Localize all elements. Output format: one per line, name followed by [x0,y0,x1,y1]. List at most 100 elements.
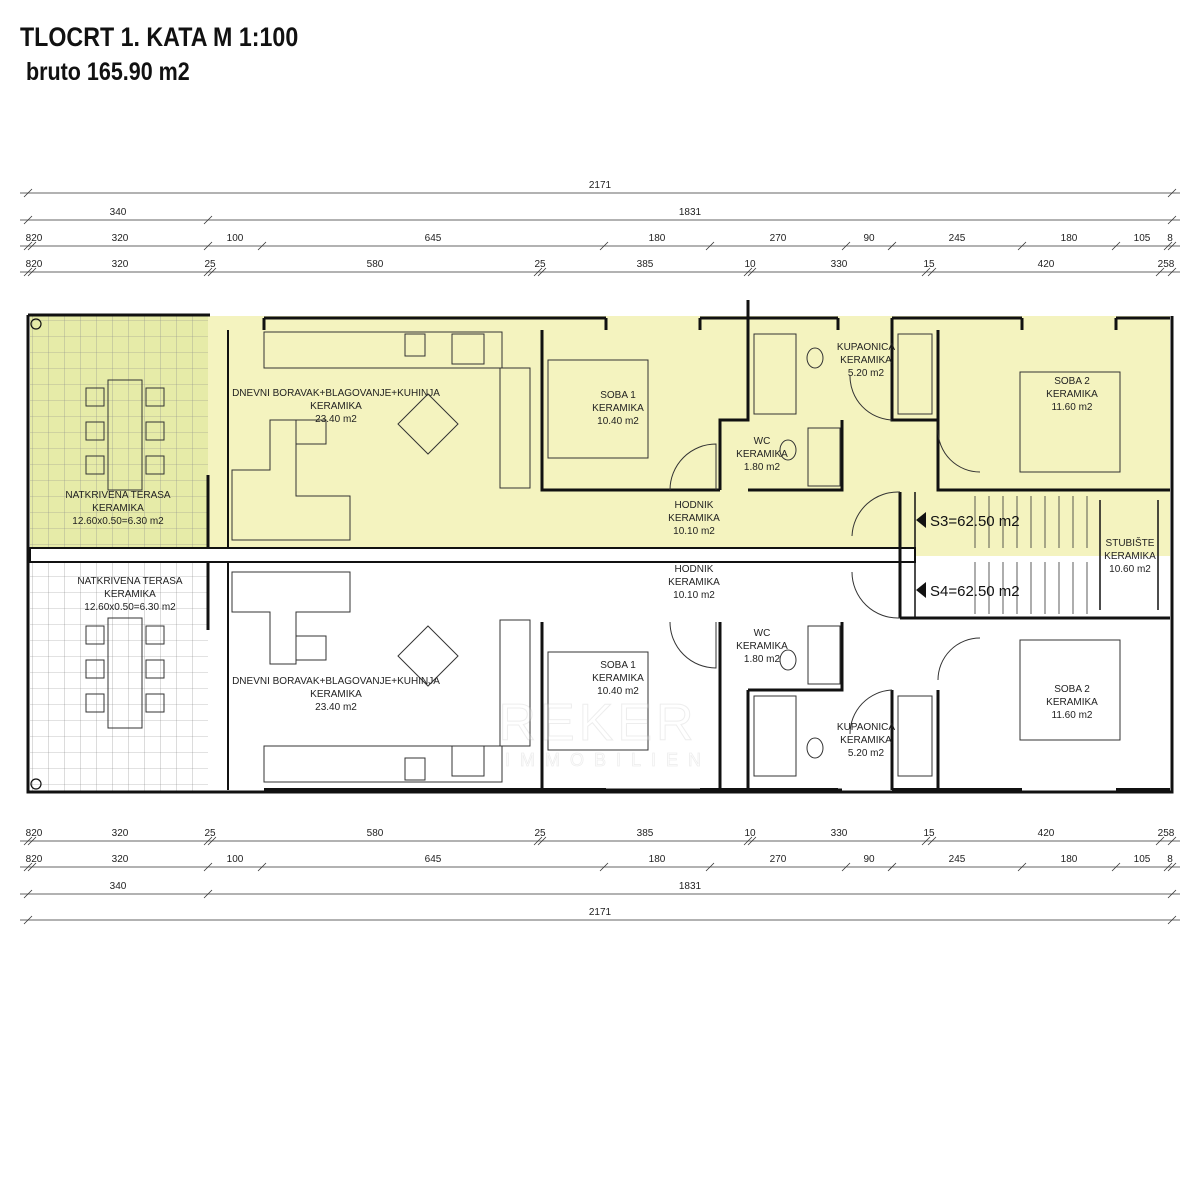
bottom-dim-tick [927,836,937,846]
bottom-dim-tick [27,862,37,872]
bottom-dim-label: 1831 [679,881,702,892]
top-dim-label: 330 [831,259,848,270]
top-dim-tick [23,267,33,277]
top-dim-label: 645 [425,233,442,244]
top-dim-label: 180 [649,233,666,244]
top-dim-tick [887,241,897,251]
top-dim-tick [1167,188,1177,198]
bottom-dim-tick [533,836,543,846]
top-dim-tick [537,267,547,277]
unit-s3-label: S3=62.50 m2 [930,513,1020,530]
top-dim-label: 245 [949,233,966,244]
bottom-dim-label: 580 [367,828,384,839]
bottom-dim-tick [743,836,753,846]
top-dim-label: 105 [1134,233,1151,244]
top-dim-tick [921,267,931,277]
terrace-chair [85,455,105,475]
terrace-chair [145,693,165,713]
terrace-chair [145,421,165,441]
top-dim-tick [1167,215,1177,225]
top-dim-label: 90 [863,233,875,244]
bottom-dim-tick [203,889,213,899]
top-dim-tick [841,241,851,251]
watermark-brand: REKER [498,694,697,752]
top-dim-label: 25 [204,259,216,270]
top-dim-label: 270 [770,233,787,244]
bottom-dim-label: 420 [1038,828,1055,839]
bottom-dim-tick [1163,862,1173,872]
watermark-sub: IMMOBILIEN [505,750,711,770]
top-dim-tick [705,241,715,251]
top-dim-label: 385 [637,259,654,270]
dimension-lines [20,188,1180,925]
top-dim-label: 420 [1038,259,1055,270]
bottom-dim-tick [841,862,851,872]
bottom-dim-tick [1167,889,1177,899]
bottom-dim-tick [257,862,267,872]
top-dim-tick [203,241,213,251]
top-dim-tick [1155,267,1165,277]
bottom-dim-label: 320 [112,828,129,839]
top-dim-label: 320 [112,233,129,244]
unit-s4-label: S4=62.50 m2 [930,583,1020,600]
top-dim-label: 100 [227,233,244,244]
top-dim-tick [27,241,37,251]
bottom-dim-label: 90 [863,854,875,865]
bottom-dim-tick [599,862,609,872]
bottom-dim-label: 10 [744,828,756,839]
corner-marker-top [30,318,42,330]
stair-treads [974,496,1088,614]
top-dim-tick [1111,241,1121,251]
terrace-top-table [107,379,143,491]
top-dim-tick [533,267,543,277]
bottom-dim-tick [23,889,33,899]
top-dim-tick [257,241,267,251]
top-dim-tick [1163,241,1173,251]
top-dim-tick [27,267,37,277]
bottom-dim-label: 258 [1158,828,1175,839]
top-dim-tick [747,267,757,277]
plan-subtitle: bruto 165.90 m2 [26,58,190,86]
top-dim-tick [207,267,217,277]
terrace-chair [85,659,105,679]
bottom-dim-label: 340 [110,881,127,892]
top-dim-tick [23,188,33,198]
top-dim-label: 8 [1167,233,1173,244]
bottom-dim-label: 270 [770,854,787,865]
top-dim-tick [927,267,937,277]
bottom-dim-label: 8 [1167,854,1173,865]
top-dim-tick [23,215,33,225]
top-dim-tick [203,267,213,277]
bottom-dim-tick [1167,915,1177,925]
terrace-chair [85,625,105,645]
top-dim-tick [1017,241,1027,251]
top-dim-label: 340 [110,207,127,218]
top-dim-label: 180 [1061,233,1078,244]
bottom-dim-label: 245 [949,854,966,865]
bottom-dim-label: 645 [425,854,442,865]
bottom-dim-label: 105 [1134,854,1151,865]
bottom-dim-tick [1155,836,1165,846]
terrace-chair [145,455,165,475]
bottom-dim-tick [23,836,33,846]
bottom-dim-tick [27,836,37,846]
bottom-dim-tick [705,862,715,872]
top-dim-label: 320 [112,259,129,270]
top-dim-label: 580 [367,259,384,270]
bottom-dim-tick [1167,836,1177,846]
top-apartment-fill [30,316,1170,556]
terrace-bottom-tiles [30,562,208,792]
bottom-dim-tick [203,836,213,846]
top-dim-label: 25 [534,259,546,270]
walls [26,300,1172,792]
area-fills [30,316,1170,792]
bottom-dim-tick [1111,862,1121,872]
